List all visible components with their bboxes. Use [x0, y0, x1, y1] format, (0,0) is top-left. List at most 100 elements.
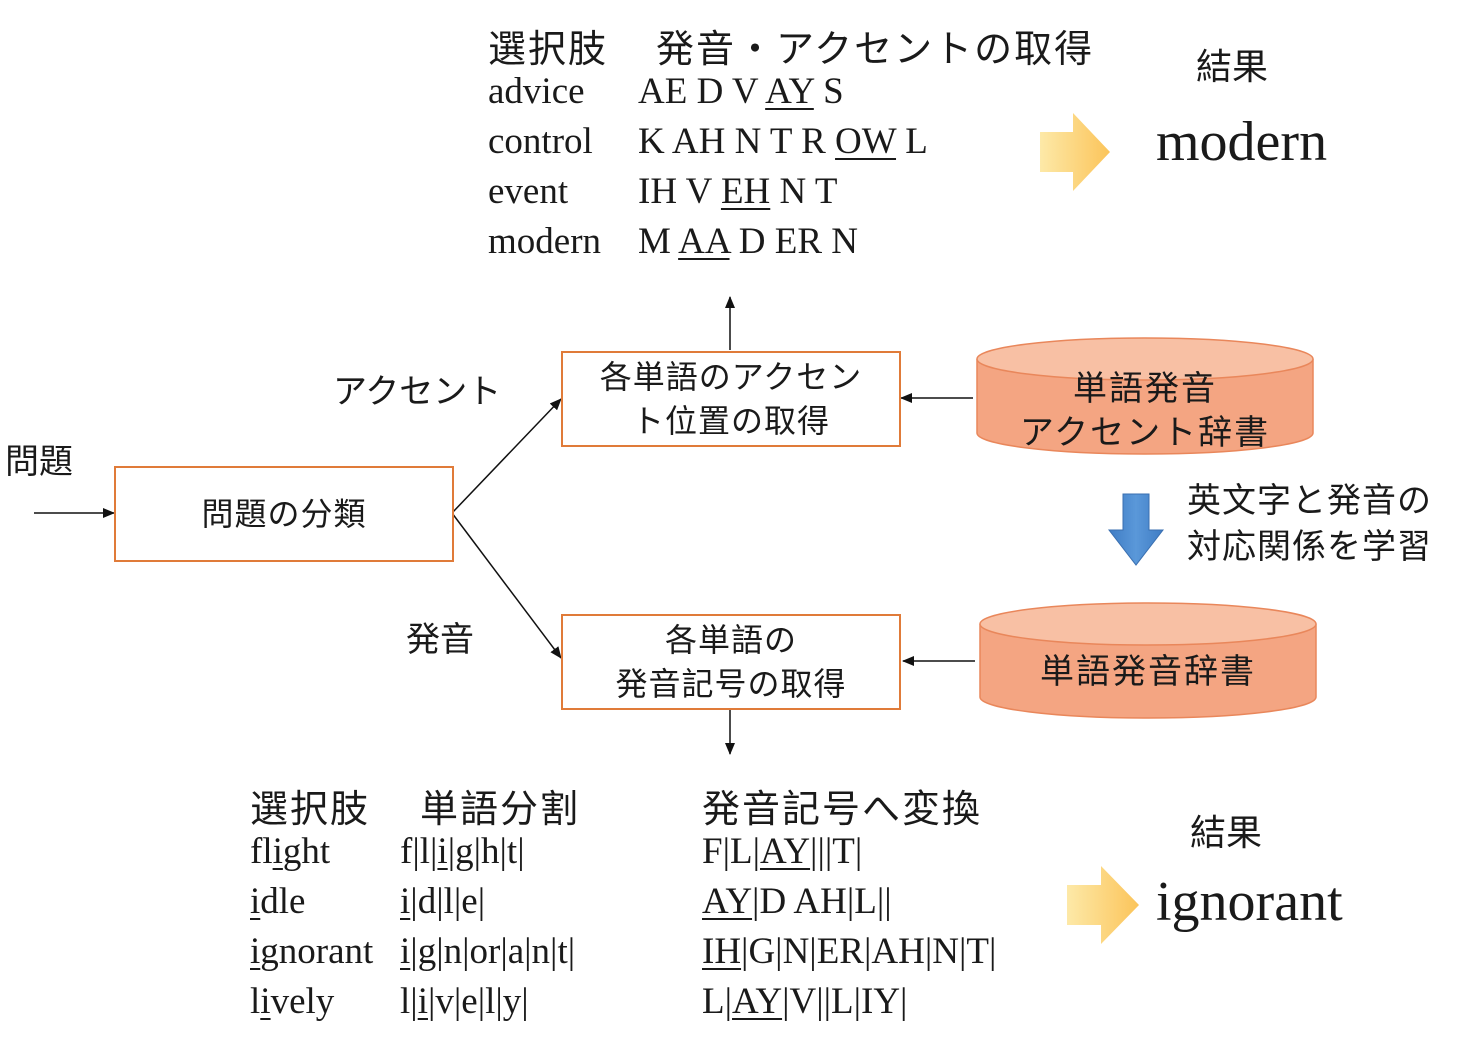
- accent-process-box: 各単語のアクセン ト位置の取得: [561, 351, 901, 447]
- w-pre: fl: [250, 831, 273, 872]
- p-underlined: AY: [702, 881, 753, 922]
- top-row-phonemes: K AH N T R OW L: [638, 120, 928, 163]
- s-post: |g|h|t|: [447, 831, 525, 872]
- p-underlined: AY: [760, 831, 811, 872]
- choice-word: event: [488, 171, 569, 212]
- pron-box-line1: 各単語の: [664, 621, 797, 659]
- branch-accent-label: アクセント: [333, 372, 502, 412]
- w-pre: l: [250, 981, 261, 1022]
- bottom-row-phonemes: AY|D AH|L||: [702, 880, 892, 923]
- choice-word: modern: [488, 221, 602, 262]
- accent-phoneme: AY: [765, 71, 814, 112]
- db-pron-label: 単語発音辞書: [980, 647, 1316, 697]
- result-arrow-top: [1040, 113, 1110, 191]
- bottom-row-phonemes: F|L|AY|||T|: [702, 830, 862, 873]
- db-pron-text: 単語発音辞書: [1040, 652, 1256, 692]
- w-underlined: i: [250, 931, 261, 972]
- phoneme-pre: AE D V: [638, 71, 766, 112]
- top-row-phonemes: AE D V AY S: [638, 70, 844, 113]
- result-arrow-bottom: [1067, 866, 1139, 944]
- s-underlined: i: [400, 931, 411, 972]
- top-row-phonemes: M AA D ER N: [638, 220, 858, 263]
- p-post: |D AH|L||: [752, 881, 892, 922]
- w-post: dle: [260, 881, 306, 922]
- bottom-row-split: i|g|n|or|a|n|t|: [400, 930, 575, 973]
- input-label: 問題: [5, 442, 73, 482]
- top-row-word: advice: [488, 70, 585, 113]
- top-header-choices: 選択肢: [488, 27, 609, 71]
- phoneme-post: S: [813, 71, 844, 112]
- accent-box-line1: 各単語のアクセン: [599, 358, 863, 396]
- bottom-header-convert: 発音記号へ変換: [702, 787, 983, 831]
- learn-label-line1: 英文字と発音の: [1187, 481, 1432, 521]
- s-post: |d|l|e|: [410, 881, 486, 922]
- s-underlined: i: [400, 881, 411, 922]
- bottom-row-split: f|l|i|g|h|t|: [400, 830, 525, 873]
- phoneme-pre: IH V: [638, 171, 721, 212]
- p-underlined: IH: [702, 931, 742, 972]
- top-row-phonemes: IH V EH N T: [638, 170, 837, 213]
- phoneme-post: L: [896, 121, 928, 162]
- bottom-row-word: idle: [250, 880, 305, 923]
- db-pron-cylinder: [979, 602, 1317, 719]
- bottom-result-label: 結果: [1190, 813, 1263, 854]
- p-underlined: AY: [732, 981, 783, 1022]
- db-accent-line2: アクセント辞書: [1019, 413, 1271, 453]
- bottom-row-word: ignorant: [250, 930, 373, 973]
- bottom-row-word: lively: [250, 980, 334, 1023]
- bottom-result-word: ignorant: [1156, 871, 1343, 933]
- p-post: |G|N|ER|AH|N|T|: [741, 931, 997, 972]
- phoneme-pre: M: [638, 221, 679, 262]
- choice-word: control: [488, 121, 593, 162]
- w-post: gnorant: [260, 931, 374, 972]
- choice-word: advice: [488, 71, 585, 112]
- learn-down-arrow: [1107, 493, 1165, 566]
- accent-phoneme: EH: [720, 171, 771, 212]
- w-underlined: i: [260, 981, 271, 1022]
- bottom-row-phonemes: IH|G|N|ER|AH|N|T|: [702, 930, 996, 973]
- db-accent-cylinder: [976, 337, 1314, 455]
- learn-label-line2: 対応関係を学習: [1187, 527, 1432, 567]
- p-post: |||T|: [810, 831, 863, 872]
- top-result-word: modern: [1156, 111, 1328, 173]
- phoneme-post: N T: [770, 171, 838, 212]
- s-underlined: i: [437, 831, 448, 872]
- bottom-header-choices: 選択肢: [250, 787, 371, 831]
- classify-box-label: 問題の分類: [201, 495, 367, 533]
- s-underlined: i: [417, 981, 428, 1022]
- phoneme-post: D ER N: [729, 221, 858, 262]
- p-post: |V||L|IY|: [782, 981, 908, 1022]
- accent-box-line2: ト位置の取得: [631, 402, 830, 440]
- w-underlined: i: [250, 881, 261, 922]
- top-result-label: 結果: [1196, 47, 1269, 88]
- classify-box: 問題の分類: [114, 466, 454, 562]
- phoneme-pre: K AH N T R: [638, 121, 836, 162]
- w-post: ght: [282, 831, 331, 872]
- accent-phoneme: OW: [835, 121, 897, 162]
- p-pre: L|: [702, 981, 733, 1022]
- s-pre: f|l|: [400, 831, 438, 872]
- db-accent-label: 単語発音 アクセント辞書: [977, 366, 1313, 456]
- bottom-row-split: l|i|v|e|l|y|: [400, 980, 529, 1023]
- branch-arrow-accent: [451, 398, 562, 514]
- p-pre: F|L|: [702, 831, 760, 872]
- db-accent-line1: 単語発音: [1073, 369, 1217, 409]
- top-row-word: modern: [488, 220, 601, 263]
- bottom-row-split: i|d|l|e|: [400, 880, 485, 923]
- bottom-row-word: flight: [250, 830, 330, 873]
- pron-box-line2: 発音記号の取得: [615, 665, 847, 703]
- bottom-row-phonemes: L|AY|V||L|IY|: [702, 980, 907, 1023]
- s-post: |g|n|or|a|n|t|: [410, 931, 576, 972]
- branch-arrow-pron: [451, 512, 562, 659]
- branch-pron-label: 発音: [406, 620, 474, 660]
- s-pre: l|: [400, 981, 418, 1022]
- w-post: vely: [270, 981, 335, 1022]
- top-header-accent: 発音・アクセントの取得: [656, 27, 1095, 71]
- learn-label: 英文字と発音の 対応関係を学習: [1187, 478, 1432, 570]
- bottom-header-split: 単語分割: [420, 787, 581, 831]
- top-row-word: event: [488, 170, 568, 213]
- pron-process-box: 各単語の 発音記号の取得: [561, 614, 901, 710]
- s-post: |v|e|l|y|: [427, 981, 529, 1022]
- w-underlined: i: [272, 831, 283, 872]
